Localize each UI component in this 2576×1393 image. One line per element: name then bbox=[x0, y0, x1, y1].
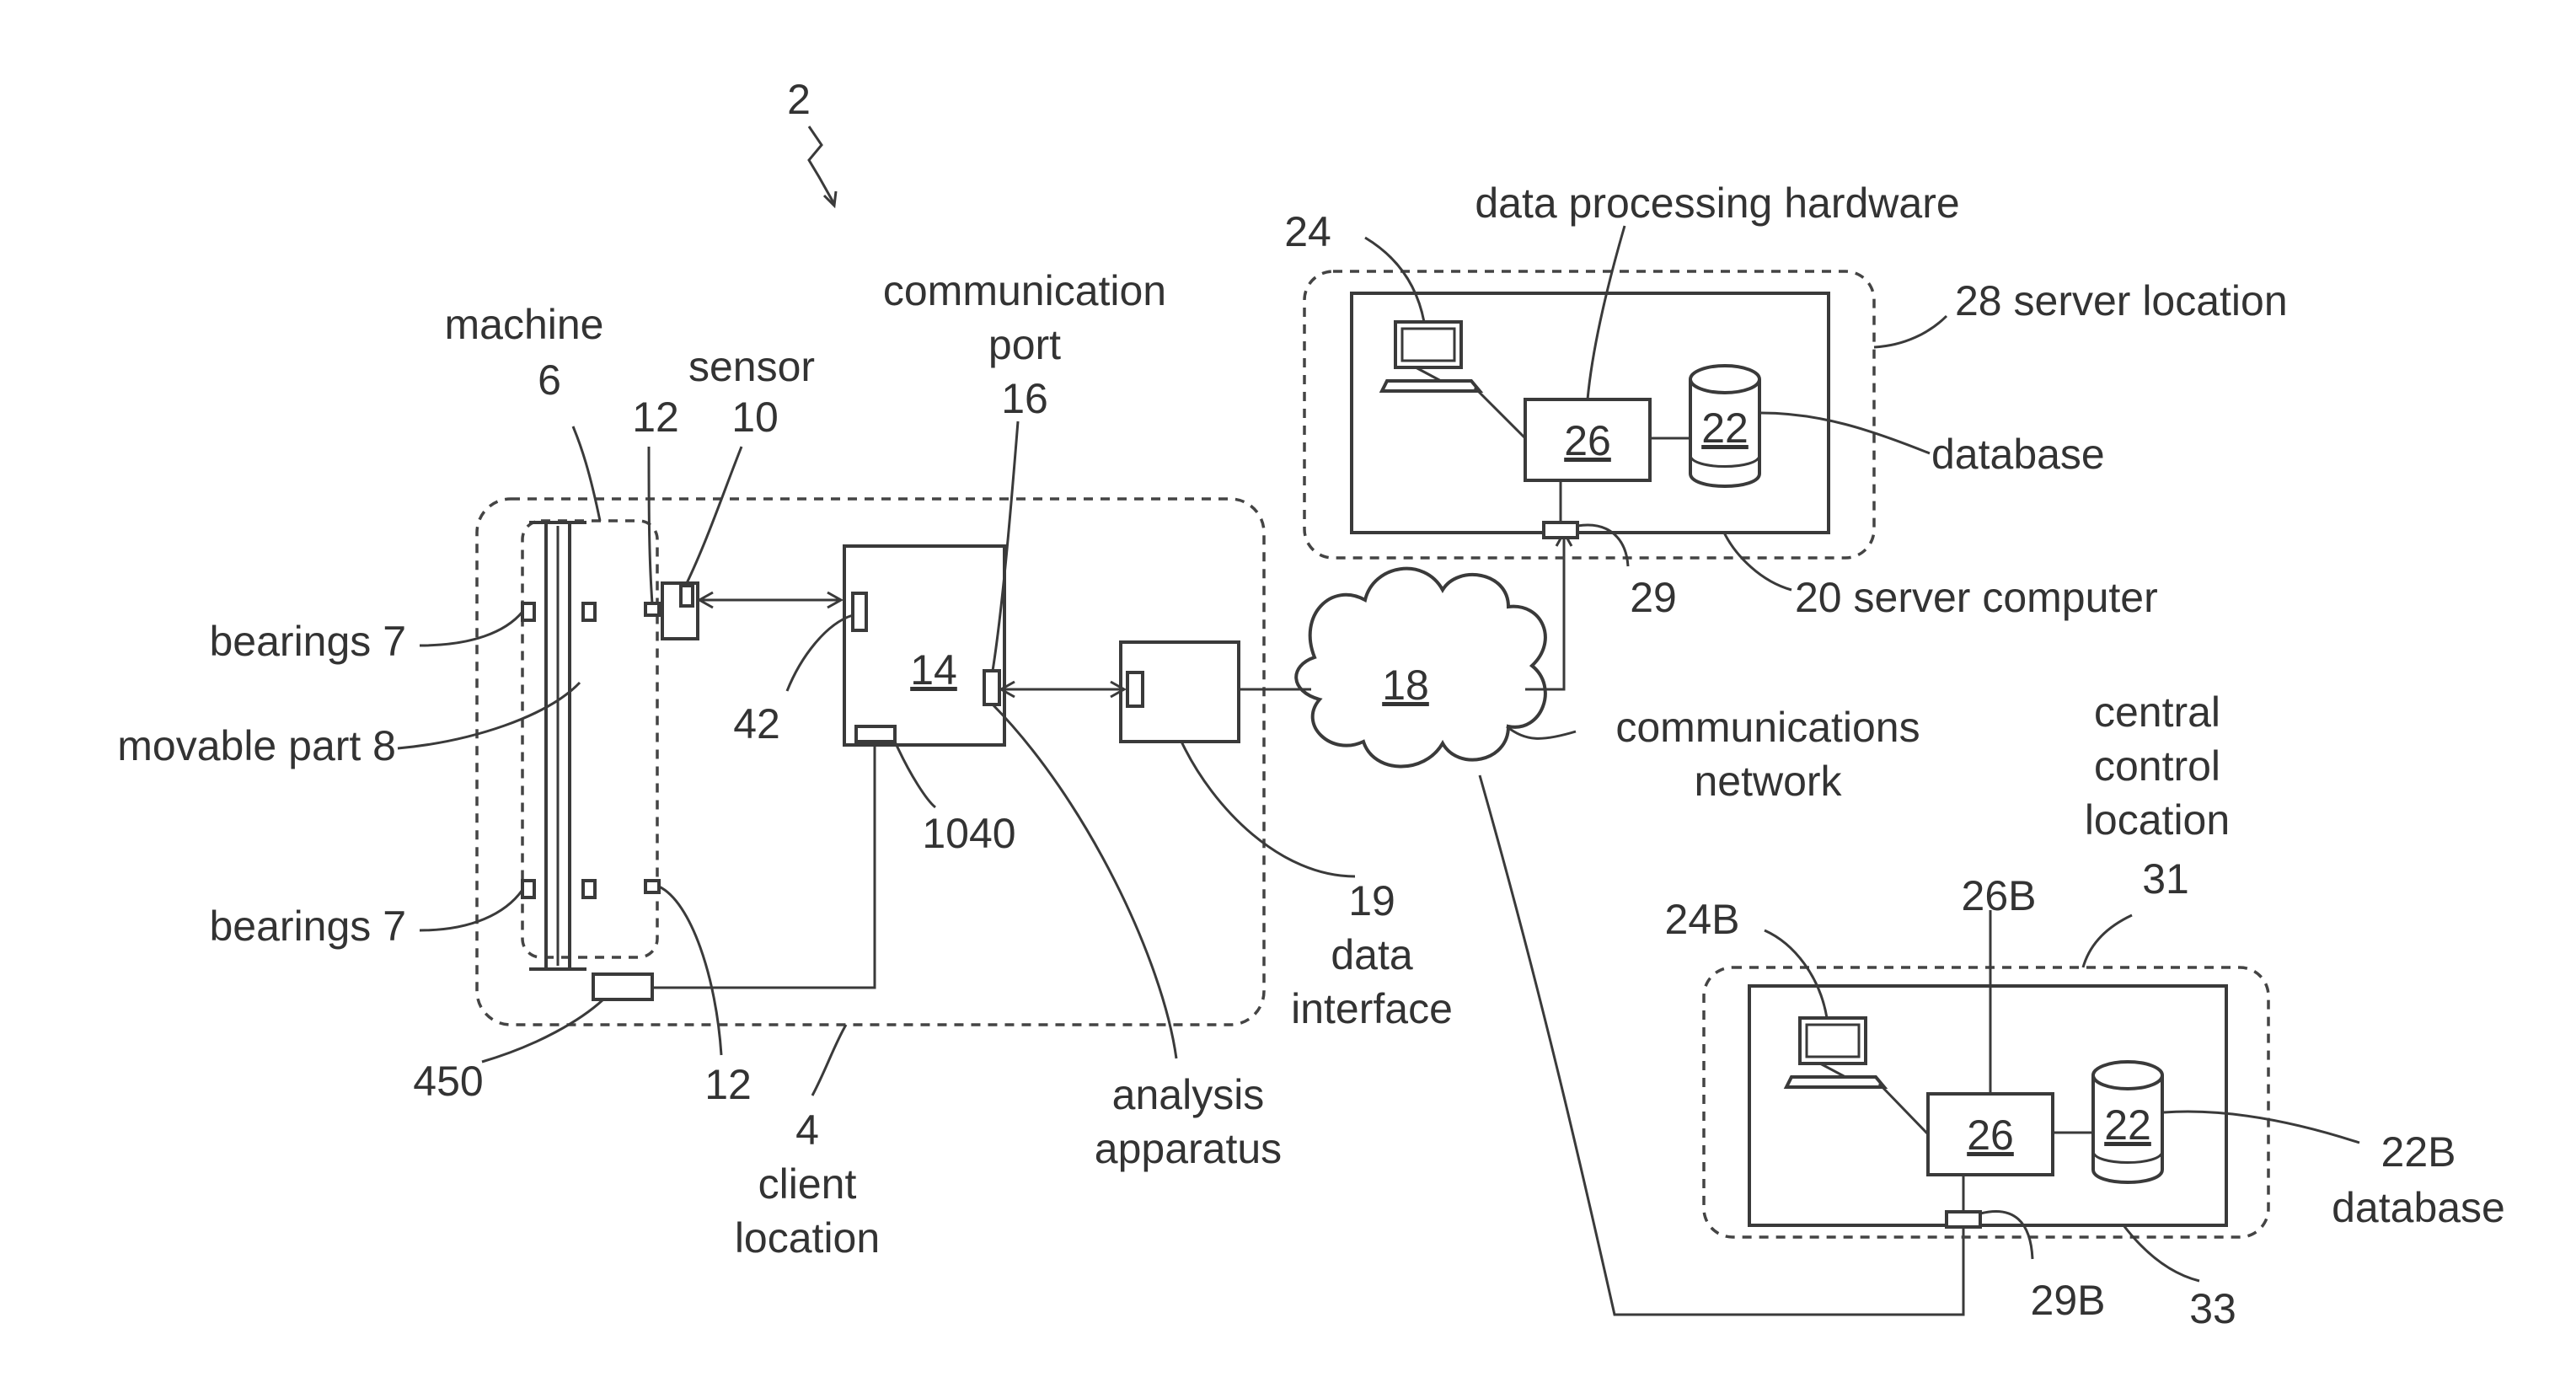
analysis-ref-14: 14 bbox=[910, 646, 957, 694]
leader-450 bbox=[482, 999, 603, 1062]
database-server-label: database bbox=[1931, 431, 2105, 478]
ref-450: 450 bbox=[413, 1058, 483, 1105]
central-ref-22: 22 bbox=[2104, 1101, 2151, 1149]
comm-port-ref: 16 bbox=[1001, 375, 1048, 422]
leader-sensor-10 bbox=[686, 447, 742, 585]
leader-31 bbox=[2083, 915, 2132, 967]
port-450-wire bbox=[652, 742, 875, 988]
sensor-element-12-top bbox=[645, 603, 659, 615]
leader-33 bbox=[2123, 1225, 2199, 1281]
bearings-bottom-label: bearings 7 bbox=[210, 903, 407, 950]
ref-12-top: 12 bbox=[632, 394, 679, 441]
client-label-line1: client bbox=[758, 1160, 857, 1208]
analysis-port-42 bbox=[853, 593, 866, 630]
central-label-line1: central bbox=[2094, 688, 2220, 736]
bearings-top-label: bearings 7 bbox=[210, 618, 407, 665]
central-ref-26: 26 bbox=[1967, 1112, 2014, 1159]
server-computer-label: 20 server computer bbox=[1795, 574, 2158, 621]
sensor-label: sensor bbox=[688, 343, 815, 390]
leader-data-interface-19 bbox=[1181, 742, 1355, 876]
leader-client-4 bbox=[812, 1025, 846, 1096]
movable-part-label: movable part 8 bbox=[117, 722, 396, 769]
leader-machine-6 bbox=[573, 426, 600, 521]
leader-analysis bbox=[993, 705, 1176, 1058]
ref-29b: 29B bbox=[2031, 1277, 2106, 1324]
comm-port-label-line2: port bbox=[988, 321, 1061, 368]
machine-label: machine bbox=[445, 301, 604, 348]
leader-1040 bbox=[895, 742, 935, 807]
leader-bearings-top bbox=[420, 612, 522, 646]
ref-12-bottom: 12 bbox=[704, 1061, 752, 1108]
central-ref-31: 31 bbox=[2142, 855, 2189, 903]
dp-hardware-label: data processing hardware bbox=[1475, 179, 1959, 227]
database-central-label: database bbox=[2332, 1184, 2505, 1231]
sensor-element-12-bottom bbox=[645, 881, 659, 892]
leader-20 bbox=[1724, 533, 1791, 590]
bearing-top-right bbox=[583, 603, 595, 620]
analysis-port-16 bbox=[984, 671, 999, 705]
ref-29: 29 bbox=[1630, 574, 1677, 621]
ref-42: 42 bbox=[733, 700, 780, 747]
system-ref-label: 2 bbox=[787, 76, 811, 123]
server-ref-22: 22 bbox=[1701, 405, 1749, 452]
leader-28 bbox=[1874, 316, 1947, 347]
leader-12-bottom bbox=[659, 887, 721, 1055]
comm-port-label-line1: communication bbox=[883, 267, 1166, 314]
client-ref: 4 bbox=[795, 1106, 819, 1154]
bearing-top-left bbox=[522, 603, 534, 620]
ref-26b: 26B bbox=[1962, 872, 2037, 919]
network-ref-18: 18 bbox=[1382, 662, 1429, 709]
network-label-line1: communications bbox=[1615, 704, 1920, 751]
client-label-line2: location bbox=[735, 1214, 880, 1262]
server-port-29 bbox=[1544, 522, 1577, 538]
port-450-box bbox=[593, 974, 652, 999]
bearing-bottom-left bbox=[522, 881, 534, 897]
machine-ref: 6 bbox=[538, 356, 561, 404]
leader-bearings-bottom bbox=[420, 890, 522, 930]
ref-24b: 24B bbox=[1665, 896, 1740, 943]
data-interface-ref: 19 bbox=[1348, 877, 1395, 924]
server-location-label: 28 server location bbox=[1955, 277, 2288, 324]
leader-movable-part bbox=[398, 683, 580, 748]
analysis-apparatus-box bbox=[844, 546, 1004, 745]
leader-12-top bbox=[649, 447, 652, 603]
analysis-port-1040 bbox=[856, 726, 895, 742]
sensor-ref: 10 bbox=[731, 394, 779, 441]
data-interface-label-line2: interface bbox=[1291, 985, 1453, 1032]
analysis-label-line1: analysis bbox=[1112, 1071, 1265, 1118]
system-ref-arrow bbox=[809, 126, 834, 204]
sensor-10-port bbox=[681, 586, 693, 606]
server-ref-26: 26 bbox=[1564, 417, 1611, 464]
ref-22b: 22B bbox=[2381, 1128, 2456, 1176]
ref-33: 33 bbox=[2189, 1285, 2236, 1332]
analysis-label-line2: apparatus bbox=[1095, 1125, 1282, 1172]
ref-1040: 1040 bbox=[922, 810, 1015, 857]
central-label-line2: control bbox=[2094, 742, 2220, 790]
data-interface-label-line1: data bbox=[1331, 931, 1413, 978]
bearing-bottom-right bbox=[583, 881, 595, 897]
network-label-line2: network bbox=[1694, 758, 1842, 805]
central-port-29b bbox=[1947, 1212, 1980, 1227]
central-label-line3: location bbox=[2085, 796, 2230, 844]
ref-24: 24 bbox=[1284, 208, 1331, 255]
data-interface-port bbox=[1127, 672, 1143, 706]
